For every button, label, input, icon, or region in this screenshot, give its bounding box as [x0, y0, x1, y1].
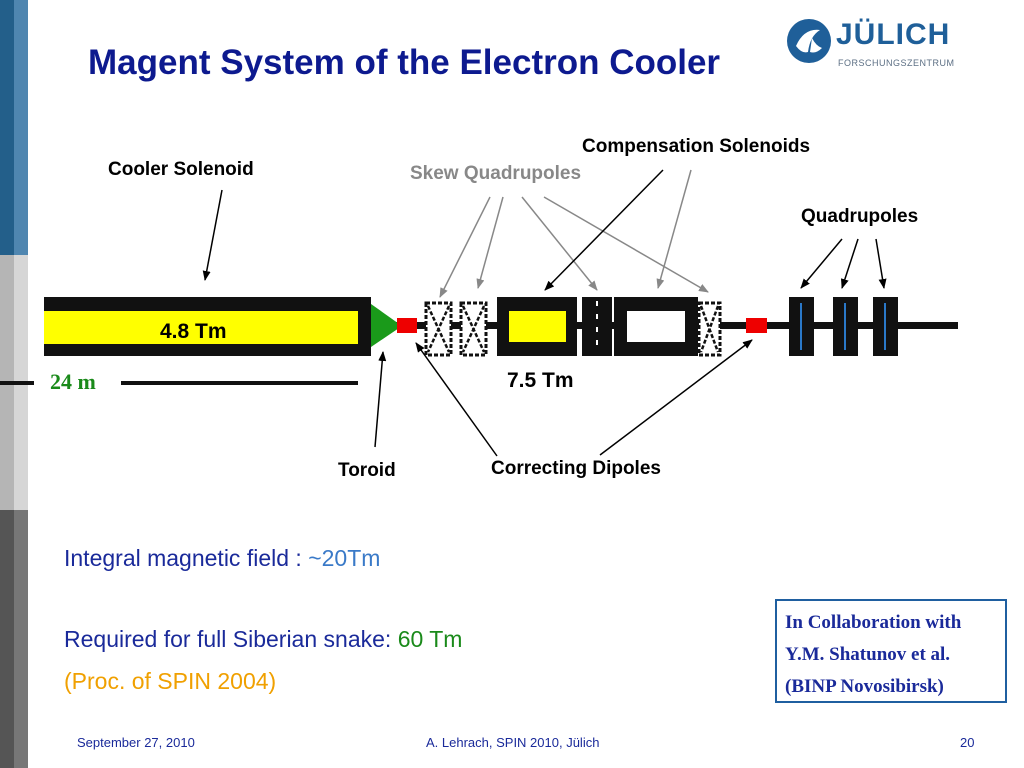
- correcting-dipole-2: [746, 318, 767, 333]
- compensation-solenoid-2-core: [627, 311, 685, 342]
- compensation-field-label: 7.5 Tm: [507, 369, 574, 392]
- correcting-dipole-1: [397, 318, 417, 333]
- cooler-solenoid-label: Cooler Solenoid: [108, 159, 254, 180]
- toroid: [371, 304, 402, 347]
- arrow-quadrupole-2: [840, 238, 859, 289]
- proceedings-reference: (Proc. of SPIN 2004): [64, 668, 277, 694]
- juelich-emblem-icon: [787, 19, 831, 63]
- integral-field-value: ~20Tm: [308, 545, 381, 571]
- compensation-solenoids-label: Compensation Solenoids: [582, 136, 811, 157]
- arrow-quadrupole-1: [800, 238, 843, 289]
- footer-center: A. Lehrach, SPIN 2010, Jülich: [426, 735, 600, 750]
- compensation-solenoid-1-core: [509, 311, 566, 342]
- arrow-quadrupole-3: [875, 238, 887, 289]
- side-bar-dark: [0, 510, 28, 768]
- quadrupole-3: [873, 297, 898, 356]
- side-bar-blue: [0, 0, 28, 255]
- collaboration-line-3: (BINP Novosibirsk): [785, 676, 944, 697]
- skew-quadrupoles-label: Skew Quadrupoles: [410, 163, 582, 184]
- logo-wordmark: JÜLICH: [836, 18, 951, 51]
- required-field-value: 60 Tm: [397, 626, 463, 652]
- logo-subtitle: FORSCHUNGSZENTRUM: [838, 58, 955, 68]
- integral-field-label: Integral magnetic field :: [64, 545, 309, 571]
- correcting-dipoles-label: Correcting Dipoles: [491, 458, 661, 479]
- quadrupoles-label: Quadrupoles: [801, 206, 919, 227]
- page-title: Magent System of the Electron Cooler: [88, 43, 721, 82]
- toroid-label: Toroid: [338, 460, 396, 481]
- skew-quadrupole-1: [424, 301, 453, 357]
- cooler-field-label: 4.8 Tm: [160, 320, 227, 343]
- collaboration-box: In Collaboration with Y.M. Shatunov et a…: [775, 599, 1007, 703]
- juelich-logo: JÜLICH FORSCHUNGSZENTRUM: [786, 14, 956, 74]
- skew-quadrupole-2: [459, 301, 488, 357]
- quadrupole-1: [789, 297, 814, 356]
- length-label: 24 m: [50, 369, 96, 394]
- arrow-skew-3: [521, 196, 598, 291]
- arrow-compensation-2: [656, 169, 692, 289]
- integral-field-line: Integral magnetic field : ~20Tm: [64, 545, 380, 572]
- skew-quadrupole-3: [697, 301, 722, 357]
- arrow-cooler-solenoid: [202, 189, 223, 281]
- quadrupole-2: [833, 297, 858, 356]
- cooler-solenoid-core: [44, 311, 358, 344]
- arrow-toroid: [374, 351, 387, 448]
- arrow-skew-4: [543, 196, 709, 293]
- arrow-skew-2: [476, 196, 504, 289]
- arrow-skew-1: [439, 196, 491, 298]
- arrow-compensation-1: [544, 169, 664, 291]
- required-field-line: Required for full Siberian snake: 60 Tm: [64, 626, 462, 653]
- footer-date: September 27, 2010: [77, 735, 195, 750]
- required-field-label: Required for full Siberian snake:: [64, 626, 398, 652]
- collaboration-line-1: In Collaboration with: [785, 612, 962, 633]
- arrow-dipole-1: [415, 342, 498, 457]
- footer-page-number: 20: [960, 735, 975, 750]
- compensation-solenoid-gap: [582, 297, 612, 356]
- collaboration-line-2: Y.M. Shatunov et al.: [785, 644, 951, 665]
- arrow-dipole-2: [599, 339, 753, 456]
